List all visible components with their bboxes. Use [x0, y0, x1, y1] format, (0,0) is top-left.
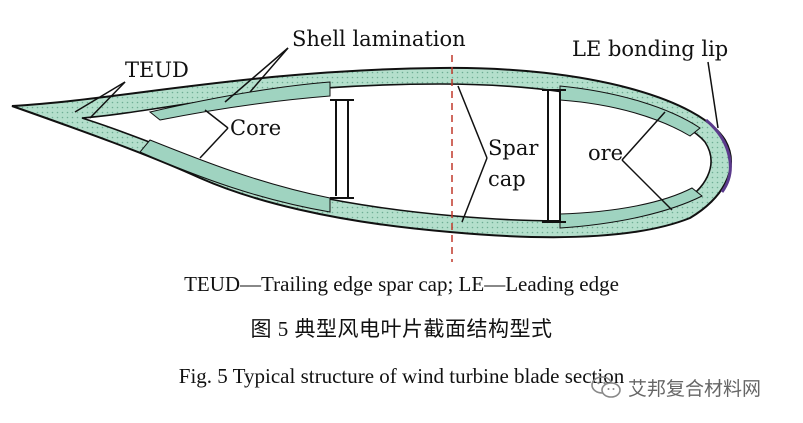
- label-le-bonding-lip: LE bonding lip: [572, 37, 728, 61]
- watermark: 艾邦复合材料网: [590, 372, 761, 402]
- shear-web-fwd: [542, 89, 566, 223]
- blade-section-diagram: TEUD Shell lamination LE bonding lip Cor…: [11, 27, 732, 262]
- label-spar-cap-line1: Spar: [488, 136, 539, 160]
- caption-english: Fig. 5 Typical structure of wind turbine…: [178, 364, 625, 388]
- label-core-right: ore: [588, 141, 623, 165]
- caption-chinese: 图 5 典型风电叶片截面结构型式: [250, 317, 553, 341]
- core-lower-aft: [139, 139, 331, 213]
- watermark-text: 艾邦复合材料网: [628, 377, 762, 400]
- le-bonding-lip: [705, 118, 732, 193]
- core-upper-fwd: [559, 85, 701, 137]
- caption-legend: TEUD—Trailing edge spar cap; LE—Leading …: [184, 272, 619, 296]
- label-shell-lamination: Shell lamination: [292, 27, 466, 51]
- label-core-left: Core: [230, 116, 281, 140]
- core-lower-fwd: [559, 187, 703, 229]
- leader-lines: [74, 47, 719, 223]
- shear-web-aft: [330, 99, 354, 199]
- label-teud: TEUD: [125, 58, 189, 82]
- label-spar-cap-line2: cap: [488, 167, 526, 191]
- wechat-icon: [591, 376, 621, 398]
